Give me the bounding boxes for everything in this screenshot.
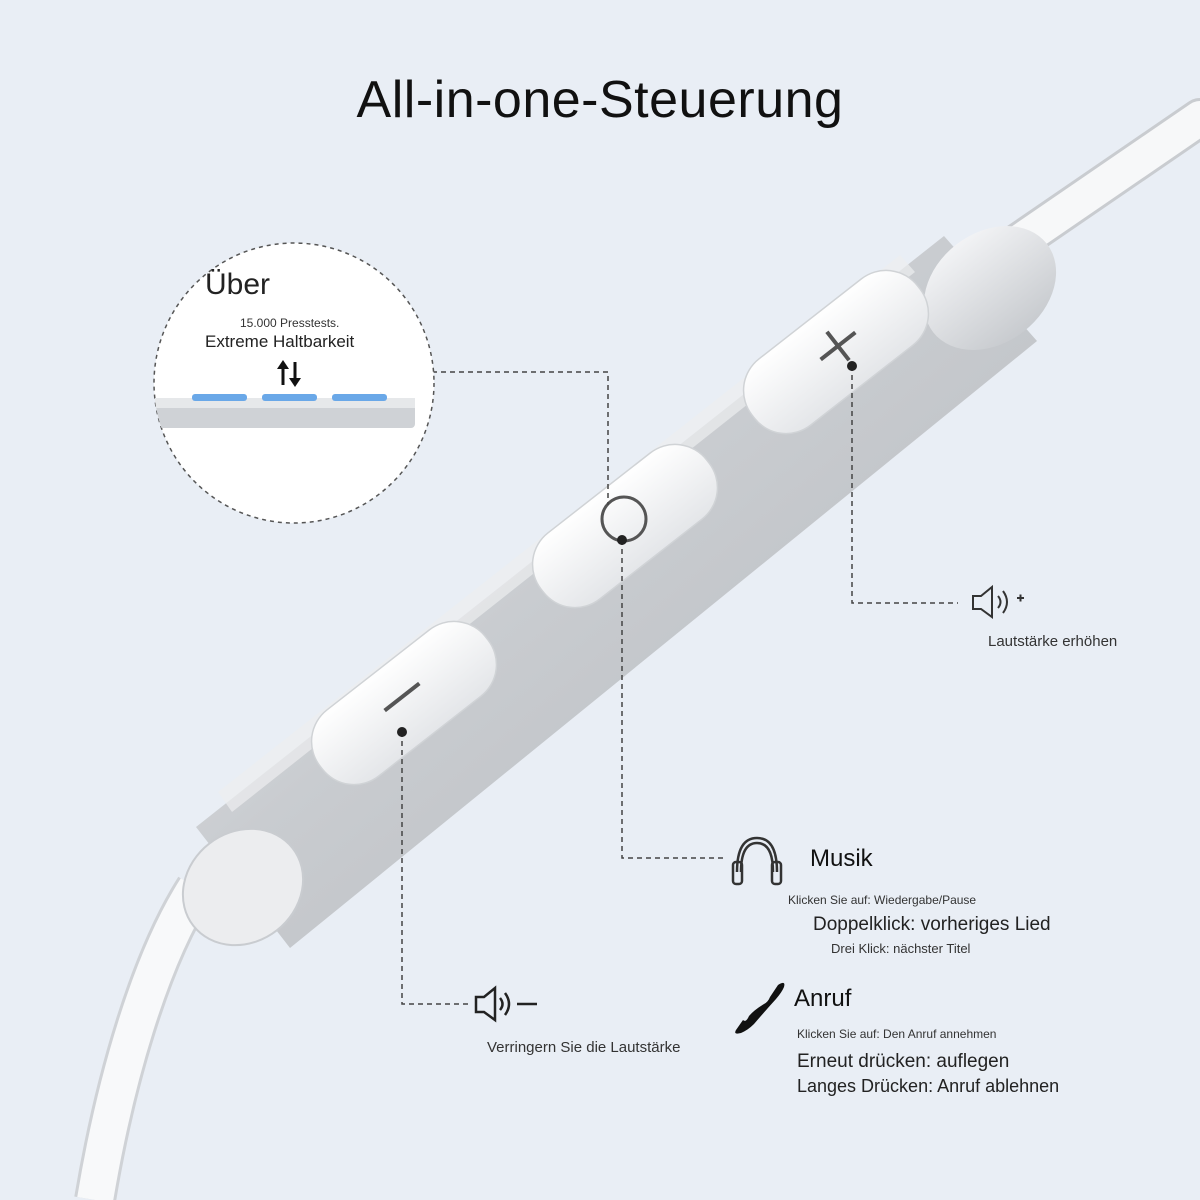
speaker-minus-icon <box>474 985 537 1023</box>
multifunction-button[interactable] <box>516 428 733 623</box>
minus-icon <box>383 681 421 713</box>
music-triple-click-text: Drei Klick: nächster Titel <box>831 941 971 956</box>
callout-tests: 15.000 Presstests. <box>240 316 340 330</box>
callout-heading: Über <box>205 268 271 301</box>
page-title: All-in-one-Steuerung <box>356 71 844 129</box>
volume-up-button[interactable] <box>727 254 944 449</box>
press-arrows-icon <box>277 360 301 387</box>
durability-callout <box>153 242 435 524</box>
call-long-press-text: Langes Drücken: Anruf ablehnen <box>797 1076 1060 1096</box>
speaker-plus-icon <box>972 584 1024 619</box>
music-click-text: Klicken Sie auf: Wiedergabe/Pause <box>788 893 977 907</box>
call-press-again-text: Erneut drücken: auflegen <box>797 1051 1010 1072</box>
volume-down-button[interactable] <box>295 605 512 800</box>
callout-durability: Extreme Haltbarkeit <box>205 332 355 351</box>
music-double-click-text: Doppelklick: vorheriges Lied <box>813 914 1051 935</box>
call-title: Anruf <box>794 985 852 1012</box>
leader-dots <box>397 361 857 737</box>
volume-down-label: Verringern Sie die Lautstärke <box>487 1039 681 1056</box>
headphones-icon <box>731 836 783 886</box>
plus-icon <box>819 330 857 362</box>
music-title: Musik <box>810 845 873 872</box>
volume-up-label: Lautstärke erhöhen <box>988 633 1118 650</box>
call-click-text: Klicken Sie auf: Den Anruf annehmen <box>797 1027 997 1041</box>
phone-icon <box>735 982 785 1034</box>
leader-lines <box>401 366 958 1005</box>
